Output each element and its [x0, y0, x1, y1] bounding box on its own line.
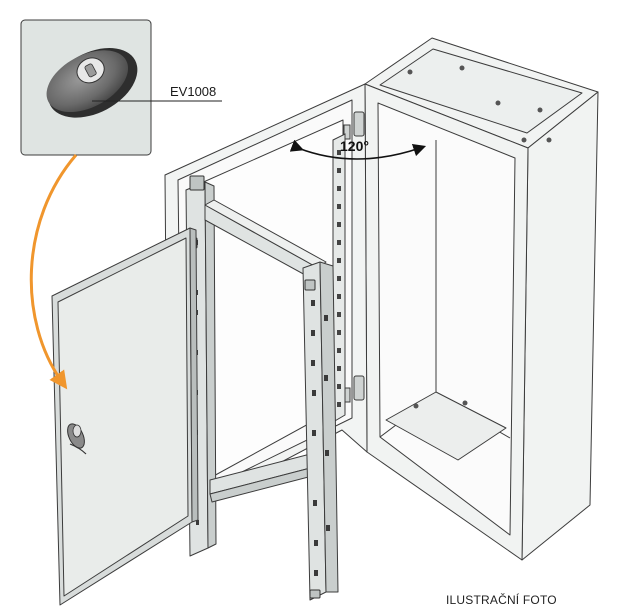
panel-edge [189, 227, 199, 523]
panel-face [57, 237, 189, 597]
rotation-angle-label: 120° [340, 138, 369, 154]
callout-arrow-icon [29, 154, 78, 390]
top-bolts [407, 65, 552, 409]
illustration-caption: ILUSTRAČNÍ FOTO [446, 593, 557, 607]
part-code-label: EV1008 [170, 84, 216, 99]
cabinet-body [364, 37, 599, 561]
detail-inset [20, 19, 222, 156]
cabinet-top-inset [379, 48, 583, 134]
door-hinges [343, 111, 365, 403]
lock-handle-icon [67, 423, 87, 455]
front-panel [51, 227, 199, 606]
cabinet-floor-plate [385, 391, 507, 461]
lock-knob [46, 48, 138, 118]
cabinet-side [521, 91, 599, 561]
rotation-arrow-icon [289, 139, 427, 160]
